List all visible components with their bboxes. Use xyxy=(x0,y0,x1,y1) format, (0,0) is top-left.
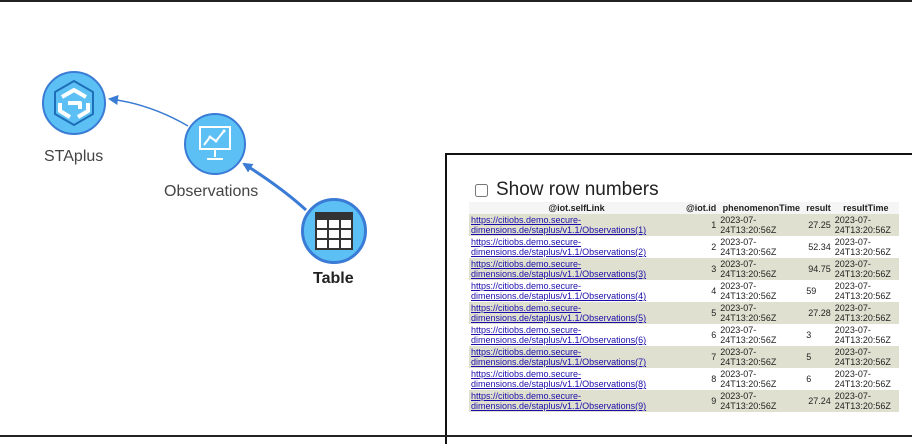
resulttime-cell: 2023-07-24T13:20:56Z xyxy=(832,302,899,324)
show-row-numbers-label: Show row numbers xyxy=(496,179,659,200)
id-cell: 6 xyxy=(684,324,719,346)
resulttime-cell: 2023-07-24T13:20:56Z xyxy=(832,214,899,236)
bottom-border xyxy=(0,435,912,437)
phenomenontime-cell: 2023-07-24T13:20:56Z xyxy=(718,214,805,236)
phenomenontime-cell: 2023-07-24T13:20:56Z xyxy=(718,368,805,390)
edge-table-to-observations[interactable] xyxy=(242,162,308,212)
phenomenontime-cell: 2023-07-24T13:20:56Z xyxy=(718,346,805,368)
phenomenontime-cell: 2023-07-24T13:20:56Z xyxy=(718,390,805,412)
selflink-cell: https://citiobs.demo.secure-dimensions.d… xyxy=(469,258,684,280)
result-cell: 6 xyxy=(804,368,833,390)
observation-link[interactable]: https://citiobs.demo.secure-dimensions.d… xyxy=(471,391,647,411)
id-cell: 2 xyxy=(684,236,719,258)
observation-link[interactable]: https://citiobs.demo.secure-dimensions.d… xyxy=(471,281,647,301)
result-cell: 3 xyxy=(804,324,833,346)
selflink-cell: https://citiobs.demo.secure-dimensions.d… xyxy=(469,236,684,258)
top-border xyxy=(0,0,912,2)
selflink-cell: https://citiobs.demo.secure-dimensions.d… xyxy=(469,346,684,368)
observations-table: @iot.selfLink @iot.id phenomenonTime res… xyxy=(469,202,899,412)
chart-monitor-icon xyxy=(199,126,231,160)
table-node[interactable] xyxy=(301,198,367,264)
resulttime-cell: 2023-07-24T13:20:56Z xyxy=(832,324,899,346)
resulttime-cell: 2023-07-24T13:20:56Z xyxy=(832,236,899,258)
id-cell: 9 xyxy=(684,390,719,412)
column-header-selflink[interactable]: @iot.selfLink xyxy=(469,202,684,214)
selflink-cell: https://citiobs.demo.secure-dimensions.d… xyxy=(469,368,684,390)
selflink-cell: https://citiobs.demo.secure-dimensions.d… xyxy=(469,302,684,324)
id-cell: 7 xyxy=(684,346,719,368)
result-cell: 27.25 xyxy=(804,214,833,236)
column-header-resulttime[interactable]: resultTime xyxy=(832,202,899,214)
phenomenontime-cell: 2023-07-24T13:20:56Z xyxy=(718,258,805,280)
show-row-numbers-control[interactable]: Show row numbers xyxy=(475,179,659,201)
table-panel[interactable]: Show row numbers @iot.selfLink @iot.id p… xyxy=(445,153,912,444)
id-cell: 8 xyxy=(684,368,719,390)
selflink-cell: https://citiobs.demo.secure-dimensions.d… xyxy=(469,280,684,302)
result-cell: 59 xyxy=(804,280,833,302)
staplus-logo-icon xyxy=(54,80,94,126)
table-row: https://citiobs.demo.secure-dimensions.d… xyxy=(469,236,899,258)
table-row: https://citiobs.demo.secure-dimensions.d… xyxy=(469,214,899,236)
resulttime-cell: 2023-07-24T13:20:56Z xyxy=(832,390,899,412)
resulttime-cell: 2023-07-24T13:20:56Z xyxy=(832,258,899,280)
id-cell: 3 xyxy=(684,258,719,280)
id-cell: 4 xyxy=(684,280,719,302)
staplus-label: STAplus xyxy=(44,148,104,165)
resulttime-cell: 2023-07-24T13:20:56Z xyxy=(832,346,899,368)
table-header-row: @iot.selfLink @iot.id phenomenonTime res… xyxy=(469,202,899,214)
table-row: https://citiobs.demo.secure-dimensions.d… xyxy=(469,258,899,280)
column-header-id[interactable]: @iot.id xyxy=(684,202,719,214)
resulttime-cell: 2023-07-24T13:20:56Z xyxy=(832,280,899,302)
id-cell: 1 xyxy=(684,214,719,236)
observation-link[interactable]: https://citiobs.demo.secure-dimensions.d… xyxy=(471,347,647,367)
table-row: https://citiobs.demo.secure-dimensions.d… xyxy=(469,368,899,390)
table-row: https://citiobs.demo.secure-dimensions.d… xyxy=(469,390,899,412)
selflink-cell: https://citiobs.demo.secure-dimensions.d… xyxy=(469,214,684,236)
column-header-result[interactable]: result xyxy=(804,202,833,214)
table-label: Table xyxy=(313,270,354,287)
observation-link[interactable]: https://citiobs.demo.secure-dimensions.d… xyxy=(471,259,647,279)
selflink-cell: https://citiobs.demo.secure-dimensions.d… xyxy=(469,390,684,412)
resulttime-cell: 2023-07-24T13:20:56Z xyxy=(832,368,899,390)
result-cell: 27.24 xyxy=(804,390,833,412)
table-row: https://citiobs.demo.secure-dimensions.d… xyxy=(469,302,899,324)
column-header-phenomenontime[interactable]: phenomenonTime xyxy=(718,202,805,214)
result-cell: 94.75 xyxy=(804,258,833,280)
show-row-numbers-checkbox[interactable] xyxy=(475,183,488,197)
phenomenontime-cell: 2023-07-24T13:20:56Z xyxy=(718,236,805,258)
result-cell: 27.28 xyxy=(804,302,833,324)
id-cell: 5 xyxy=(684,302,719,324)
selflink-cell: https://citiobs.demo.secure-dimensions.d… xyxy=(469,324,684,346)
result-cell: 52.34 xyxy=(804,236,833,258)
table-row: https://citiobs.demo.secure-dimensions.d… xyxy=(469,324,899,346)
result-cell: 5 xyxy=(804,346,833,368)
staplus-node[interactable] xyxy=(42,71,106,135)
table-row: https://citiobs.demo.secure-dimensions.d… xyxy=(469,280,899,302)
observations-node[interactable] xyxy=(184,113,246,175)
phenomenontime-cell: 2023-07-24T13:20:56Z xyxy=(718,302,805,324)
edge-observations-to-staplus[interactable] xyxy=(108,95,189,127)
table-row: https://citiobs.demo.secure-dimensions.d… xyxy=(469,346,899,368)
phenomenontime-cell: 2023-07-24T13:20:56Z xyxy=(718,324,805,346)
observation-link[interactable]: https://citiobs.demo.secure-dimensions.d… xyxy=(471,237,647,257)
observation-link[interactable]: https://citiobs.demo.secure-dimensions.d… xyxy=(471,369,647,389)
table-icon xyxy=(315,212,353,250)
observation-link[interactable]: https://citiobs.demo.secure-dimensions.d… xyxy=(471,325,647,345)
observation-link[interactable]: https://citiobs.demo.secure-dimensions.d… xyxy=(471,303,647,323)
phenomenontime-cell: 2023-07-24T13:20:56Z xyxy=(718,280,805,302)
observation-link[interactable]: https://citiobs.demo.secure-dimensions.d… xyxy=(471,215,647,235)
observations-label: Observations xyxy=(164,183,259,200)
